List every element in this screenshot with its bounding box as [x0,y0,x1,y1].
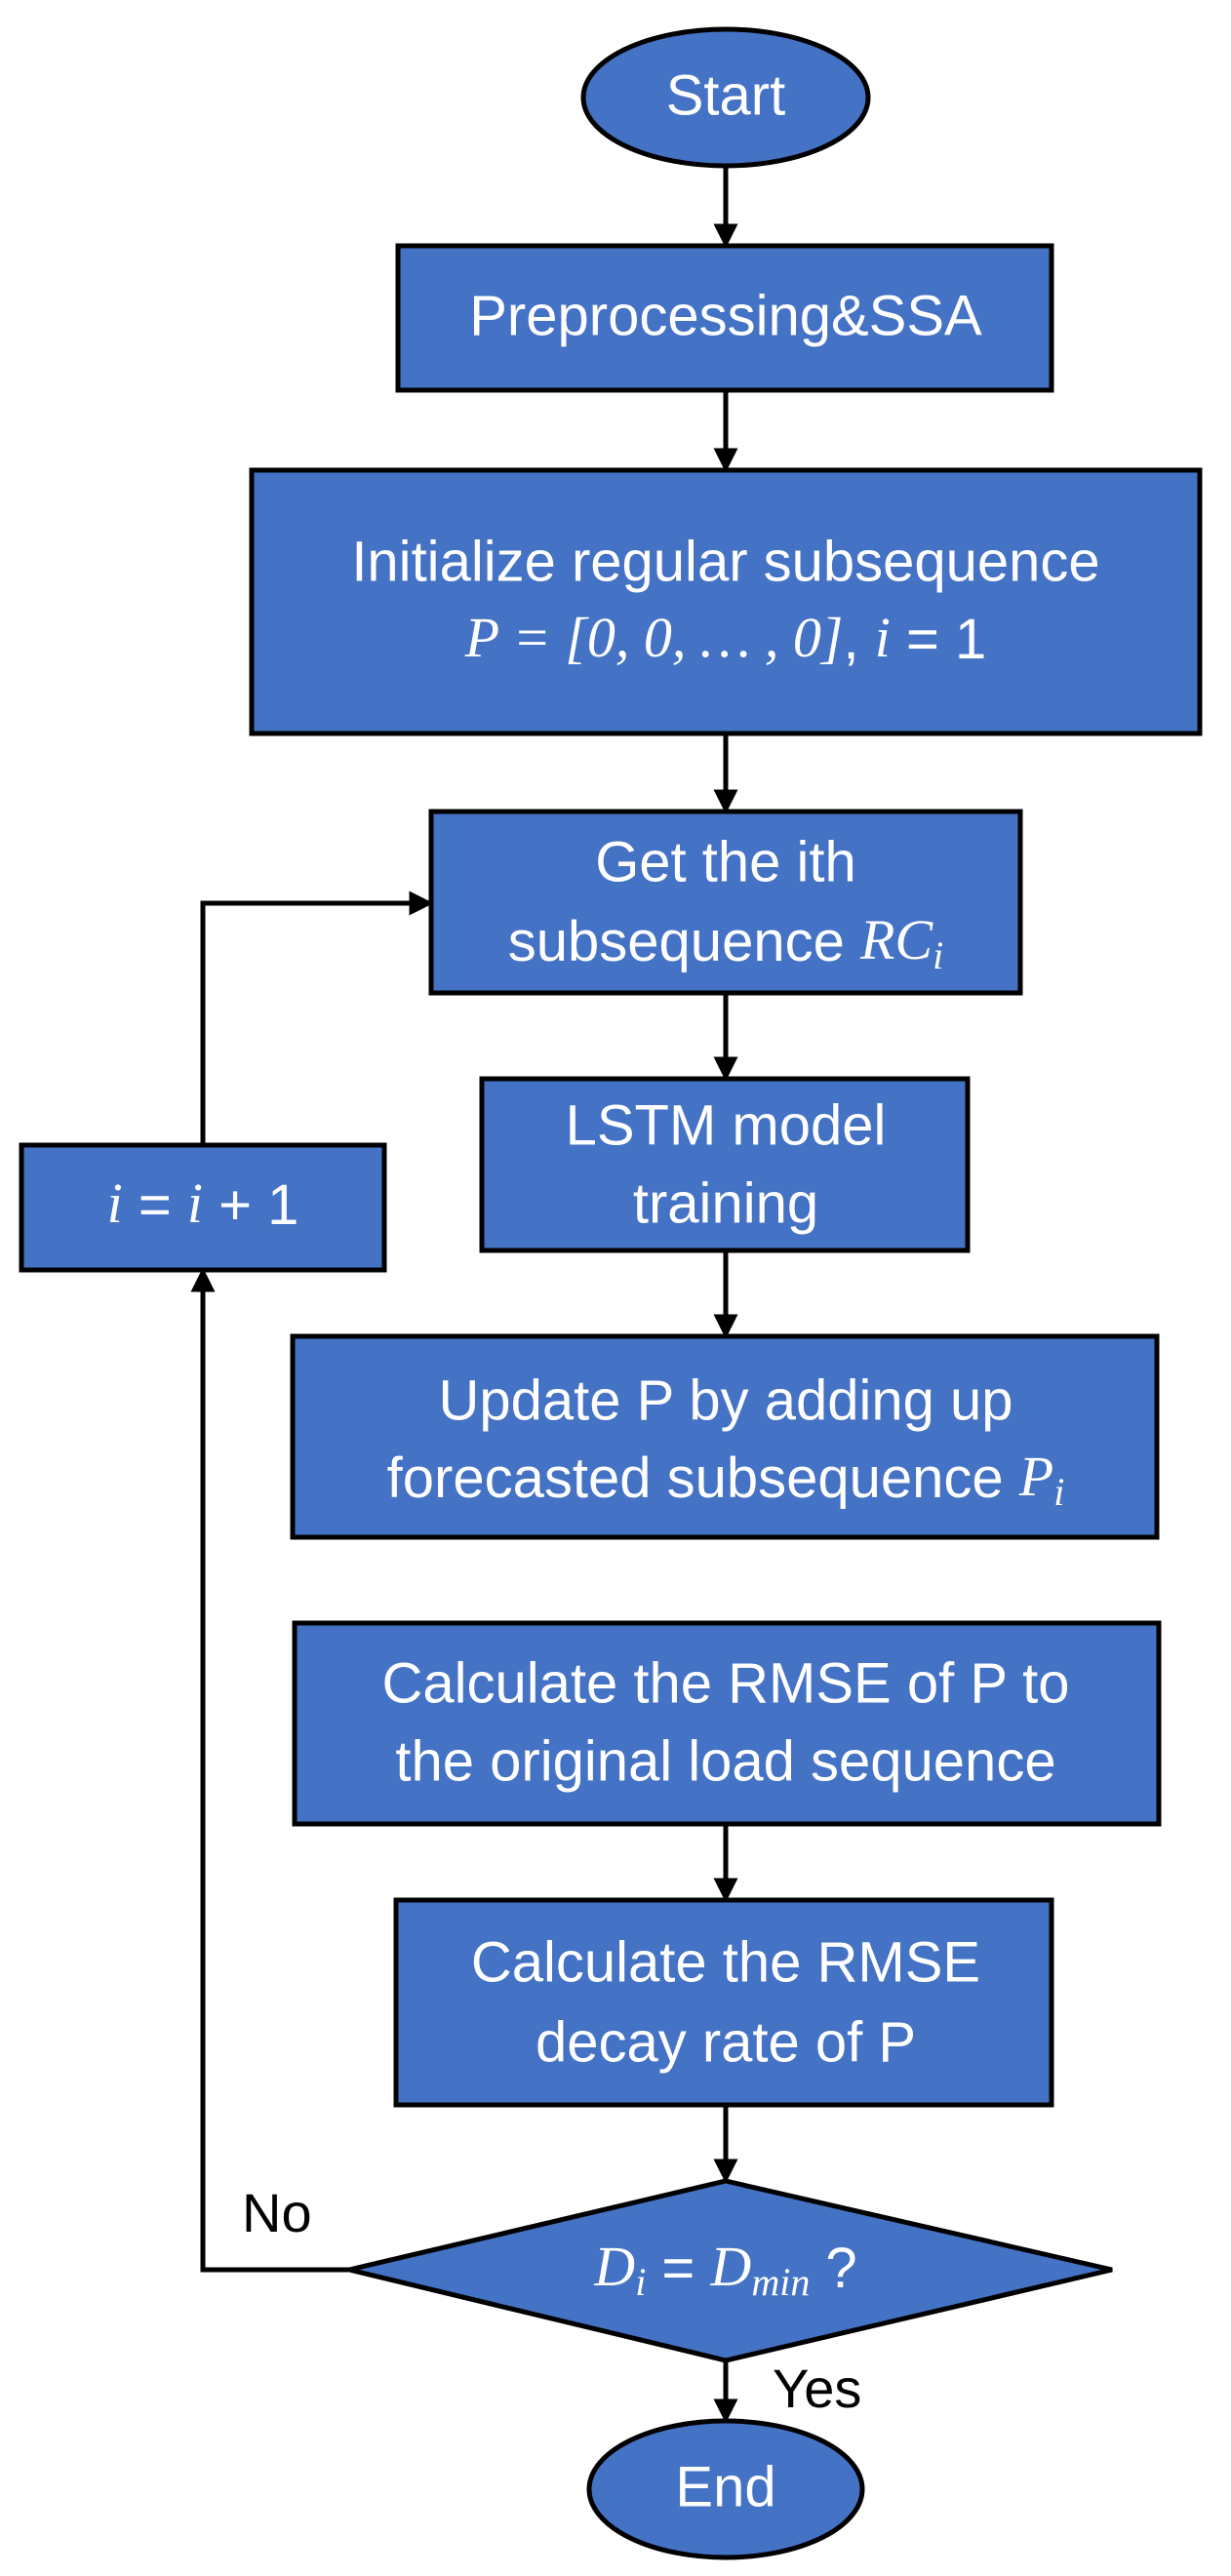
edge-increment-to-get [200,891,434,1145]
initialize-formula: P = [0, 0, … , 0] [464,606,844,669]
decision-d-left: D [593,2235,635,2298]
edge-label-no: No [242,2182,312,2243]
preprocessing-label: Preprocessing&SSA [469,284,982,347]
initialize-node: Initialize regular subsequence P = [0, 0… [249,467,1203,736]
initialize-index-var: i [875,606,891,669]
initialize-index-value: = 1 [891,608,986,671]
preprocessing-node: Preprocessing&SSA [395,243,1054,393]
decision-question: ? [810,2237,856,2300]
update-text: forecasted subsequence [387,1447,1019,1510]
get-subsequence-symbol: RC [859,908,933,971]
initialize-line1: Initialize regular subsequence [351,530,1099,593]
get-subsequence-line1: Get the ith [595,830,856,893]
end-label: End [675,2455,775,2518]
update-node: Update P by adding up forecasted subsequ… [290,1333,1160,1540]
increment-eq: = [123,1173,187,1237]
decision-eq: = [646,2237,710,2300]
decay-line1: Calculate the RMSE [471,1930,980,1994]
decision-node: Di = Dmin ? [348,2178,1113,2363]
increment-var1: i [107,1171,123,1235]
lstm-node: LSTM model training [479,1076,971,1253]
edges [190,166,738,2424]
increment-var2: i [187,1171,203,1235]
get-subsequence-line2: subsequence RCi [508,908,943,977]
start-label: Start [666,63,786,127]
update-symbol: P [1018,1445,1053,1508]
lstm-line2: training [633,1171,818,1235]
increment-tail: + 1 [203,1173,298,1237]
update-subscript: i [1053,1470,1064,1514]
rmse-node: Calculate the RMSE of P to the original … [292,1620,1162,1827]
start-node: Start [580,26,871,169]
update-line2: forecasted subsequence Pi [387,1445,1065,1514]
decision-sub-left: i [635,2260,646,2304]
decision-label: Di = Dmin ? [593,2235,856,2304]
get-subsequence-subscript: i [933,933,943,977]
increment-node: i = i + 1 [19,1142,387,1273]
update-line1: Update P by adding up [438,1368,1013,1432]
edge-decision-no-to-increment [190,1267,349,2273]
decay-line2: decay rate of P [536,2010,916,2074]
decay-node: Calculate the RMSE decay rate of P [393,1897,1054,2108]
edge-label-yes: Yes [773,2358,861,2419]
decision-d-right: D [709,2235,751,2298]
initialize-separator: , [844,608,875,671]
decision-sub-right: min [751,2260,810,2304]
initialize-line2: P = [0, 0, … , 0], i = 1 [464,606,986,671]
end-node: End [586,2418,865,2560]
rmse-line2: the original load sequence [395,1729,1055,1793]
get-subsequence-node: Get the ith subsequence RCi [428,809,1023,996]
get-subsequence-text: subsequence [508,910,860,973]
rmse-line1: Calculate the RMSE of P to [382,1651,1070,1715]
lstm-line1: LSTM model [566,1093,887,1157]
increment-label: i = i + 1 [107,1171,299,1237]
